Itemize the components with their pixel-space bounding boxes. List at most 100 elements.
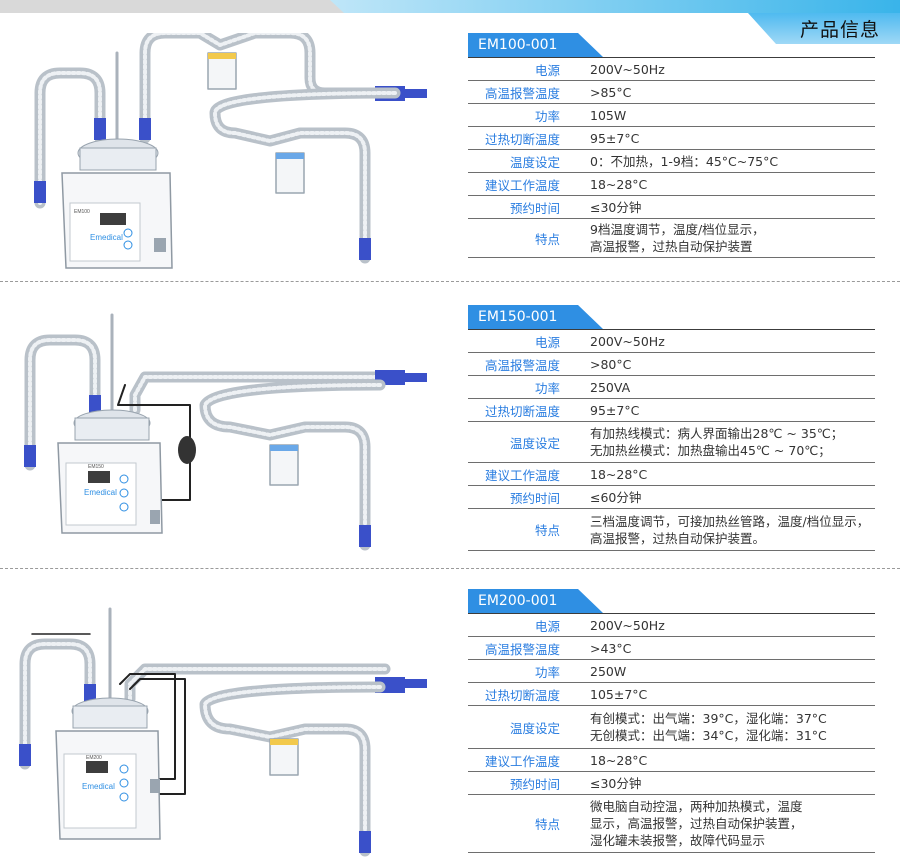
spec-label: 功率 — [468, 659, 590, 683]
humidifier-illustration: Emedical EM150 — [24, 313, 427, 551]
spec-row: 高温报警温度>43°C — [468, 636, 875, 660]
spec-value: 105±7°C — [590, 682, 875, 706]
model-tab: EM150-001 — [468, 305, 603, 329]
spec-value: 250W — [590, 659, 875, 683]
spec-value: 105W — [590, 103, 875, 127]
spec-value-line: 高温报警，过热自动保护装置。 — [590, 530, 766, 546]
spec-value: 微电脑自动控温，两种加热模式，温度显示，高温报警，过热自动保护装置， 湿化罐未装报… — [590, 794, 875, 853]
spec-value: 18~28°C — [590, 748, 875, 772]
spec-label: 预约时间 — [468, 485, 590, 509]
spec-label: 预约时间 — [468, 195, 590, 219]
section-divider — [0, 281, 900, 282]
spec-value-line: 高温报警，过热自动保护装置 — [590, 239, 753, 254]
spec-value: 250VA — [590, 375, 875, 399]
spec-value-line: 无加热丝模式：加热盘输出45℃ ~ 70℃； — [590, 443, 831, 458]
spec-row: 温度设定有创模式：出气端：39°C，湿化端：37°C 无创模式：出气端：34°C，… — [468, 705, 875, 749]
spec-label: 过热切断温度 — [468, 126, 590, 150]
spec-label: 电源 — [468, 613, 590, 637]
spec-label: 功率 — [468, 103, 590, 127]
spec-row: 高温报警温度>80°C — [468, 352, 875, 376]
spec-value-line: 有加热线模式：病人界面输出28℃ ~ 35℃； — [590, 426, 844, 441]
spec-value-line: 显示，高温报警，过热自动保护装置， — [590, 816, 803, 831]
spec-label: 高温报警温度 — [468, 80, 590, 104]
spec-label: 高温报警温度 — [468, 636, 590, 660]
svg-text:Emedical: Emedical — [82, 782, 115, 791]
spec-value: ≤30分钟 — [590, 195, 875, 219]
spec-label: 特点 — [468, 218, 590, 258]
page-title: 产品信息 — [799, 19, 880, 41]
model-tab: EM200-001 — [468, 589, 603, 613]
spec-value: 三档温度调节，可接加热丝管路，温度/档位显示，高温报警，过热自动保护装置。 — [590, 508, 875, 551]
spec-value: 95±7°C — [590, 126, 875, 150]
spec-value: 200V~50Hz — [590, 57, 875, 81]
spec-value-line: 三档温度调节，可接加热丝管路，温度/档位显示， — [590, 513, 870, 529]
humidifier-illustration: Emedical EM200 — [19, 607, 427, 857]
spec-value: ≤30分钟 — [590, 771, 875, 795]
spec-row: 温度设定有加热线模式：病人界面输出28℃ ~ 35℃； 无加热丝模式：加热盘输出4… — [468, 421, 875, 463]
svg-text:EM200: EM200 — [86, 755, 102, 761]
section-divider — [0, 568, 900, 569]
spec-value: 95±7°C — [590, 398, 875, 422]
spec-value-line: 湿化罐未装报警，故障代码显示 — [590, 833, 766, 848]
spec-label: 温度设定 — [468, 705, 590, 749]
spec-label: 温度设定 — [468, 149, 590, 173]
spec-label: 过热切断温度 — [468, 682, 590, 706]
spec-value: 200V~50Hz — [590, 613, 875, 637]
spec-value: 有加热线模式：病人界面输出28℃ ~ 35℃； 无加热丝模式：加热盘输出45℃ ~… — [590, 421, 875, 463]
spec-row: 特点微电脑自动控温，两种加热模式，温度显示，高温报警，过热自动保护装置， 湿化罐未… — [468, 794, 875, 853]
spec-value: 18~28°C — [590, 172, 875, 196]
spec-label: 建议工作温度 — [468, 748, 590, 772]
spec-row: 预约时间≤60分钟 — [468, 485, 875, 509]
spec-value: 18~28°C — [590, 462, 875, 486]
spec-value: >80°C — [590, 352, 875, 376]
svg-text:Emedical: Emedical — [90, 233, 123, 242]
spec-value-line: 9档温度调节，温度/档位显示， — [590, 222, 765, 237]
svg-text:EM150: EM150 — [88, 464, 104, 470]
spec-row: 高温报警温度>85°C — [468, 80, 875, 104]
spec-value: 0：不加热，1-9档：45°C~75°C — [590, 149, 875, 173]
spec-value: >85°C — [590, 80, 875, 104]
spec-row: 预约时间≤30分钟 — [468, 771, 875, 795]
spec-value: 9档温度调节，温度/档位显示， 高温报警，过热自动保护装置 — [590, 218, 875, 258]
spec-value: ≤60分钟 — [590, 485, 875, 509]
spec-label: 建议工作温度 — [468, 172, 590, 196]
spec-label: 电源 — [468, 329, 590, 353]
spec-label: 功率 — [468, 375, 590, 399]
spec-label: 过热切断温度 — [468, 398, 590, 422]
svg-text:Emedical: Emedical — [84, 488, 117, 497]
spec-label: 电源 — [468, 57, 590, 81]
spec-label: 特点 — [468, 794, 590, 853]
humidifier-illustration: Emedical EM100 — [34, 33, 427, 269]
spec-label: 建议工作温度 — [468, 462, 590, 486]
spec-label: 预约时间 — [468, 771, 590, 795]
spec-row: 特点三档温度调节，可接加热丝管路，温度/档位显示，高温报警，过热自动保护装置。 — [468, 508, 875, 551]
spec-label: 温度设定 — [468, 421, 590, 463]
svg-text:EM100: EM100 — [74, 209, 90, 215]
spec-value-line: 无创模式：出气端：34°C，湿化端：31°C — [590, 728, 827, 743]
spec-value-line: 微电脑自动控温，两种加热模式，温度 — [590, 799, 803, 814]
spec-value-line: 有创模式：出气端：39°C，湿化端：37°C — [590, 711, 827, 726]
spec-value: >43°C — [590, 636, 875, 660]
spec-label: 高温报警温度 — [468, 352, 590, 376]
spec-value: 有创模式：出气端：39°C，湿化端：37°C 无创模式：出气端：34°C，湿化端：… — [590, 705, 875, 749]
spec-value: 200V~50Hz — [590, 329, 875, 353]
